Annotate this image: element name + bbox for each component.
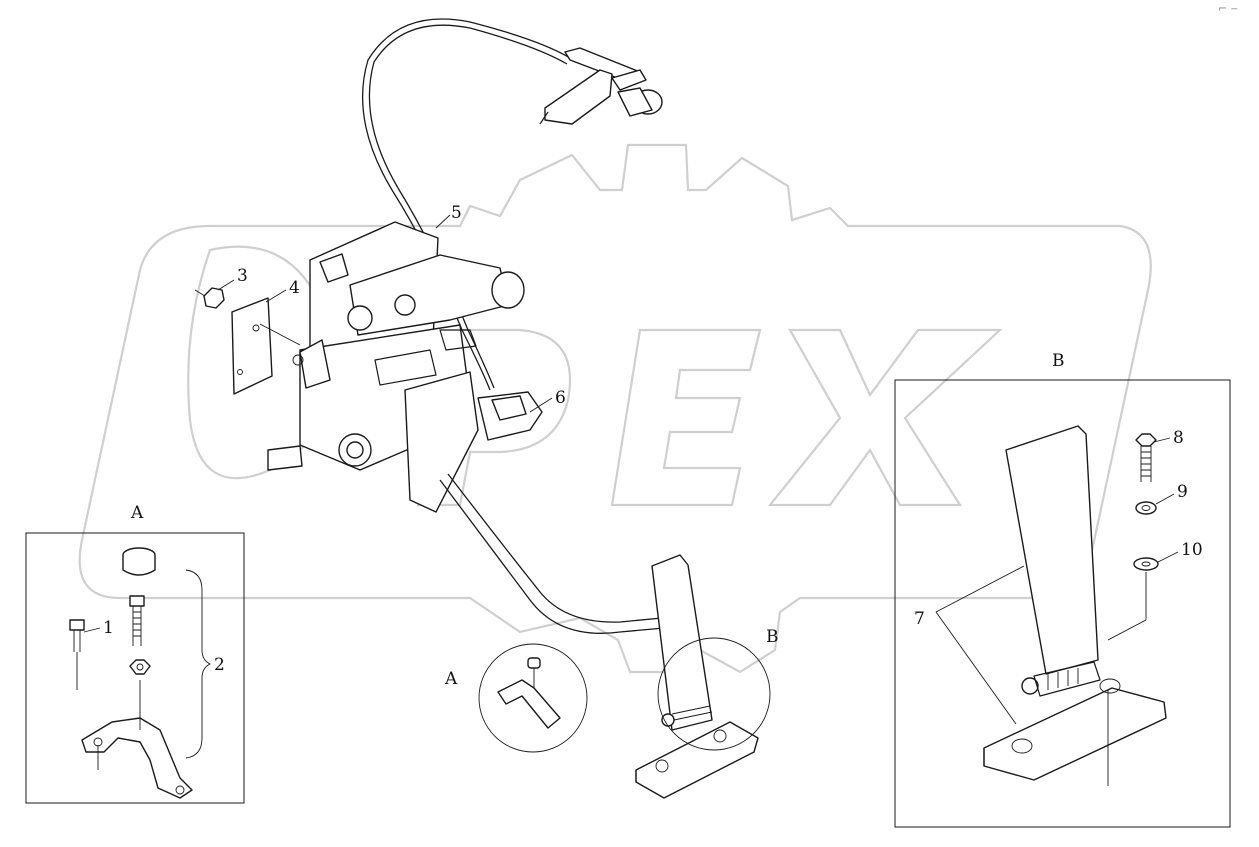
leader-lines bbox=[217, 214, 553, 413]
callout-4: 4 bbox=[289, 278, 300, 298]
callout-1: 1 bbox=[103, 618, 114, 638]
detail-circle-b bbox=[657, 637, 771, 751]
detail-circle-a bbox=[478, 643, 588, 753]
plate-part-4 bbox=[231, 297, 301, 395]
callout-7: 7 bbox=[914, 609, 925, 629]
corner-mark: ⌐ ‒ bbox=[1218, 2, 1238, 15]
callout-8: 8 bbox=[1173, 428, 1184, 448]
detail-a-title: A bbox=[130, 503, 144, 523]
pedal-rod bbox=[439, 473, 665, 634]
callout-3: 3 bbox=[237, 266, 248, 286]
callout-2: 2 bbox=[214, 655, 225, 675]
detail-a-parts bbox=[69, 547, 212, 799]
callout-10: 10 bbox=[1181, 540, 1203, 560]
watermark-logo bbox=[78, 143, 1152, 674]
nut-part-3 bbox=[194, 287, 225, 309]
leader-1 bbox=[83, 627, 101, 633]
detail-a-box bbox=[25, 532, 245, 804]
detail-b-pedal bbox=[983, 425, 1167, 781]
pedal-mechanism-assembly bbox=[267, 221, 543, 513]
detail-b-ref: B bbox=[766, 627, 779, 647]
callout-6: 6 bbox=[555, 388, 566, 408]
callout-5: 5 bbox=[451, 203, 462, 223]
detail-circle-a-content bbox=[497, 657, 561, 729]
detail-a-ref: A bbox=[444, 669, 458, 689]
accelerator-pedal-small bbox=[635, 554, 759, 799]
cable-end-bracket bbox=[539, 47, 663, 125]
leader-7 bbox=[935, 565, 1025, 725]
detail-b-box bbox=[894, 379, 1231, 828]
callout-9: 9 bbox=[1177, 482, 1188, 502]
detail-b-title: B bbox=[1052, 351, 1065, 371]
detail-b-fasteners bbox=[1107, 433, 1179, 786]
